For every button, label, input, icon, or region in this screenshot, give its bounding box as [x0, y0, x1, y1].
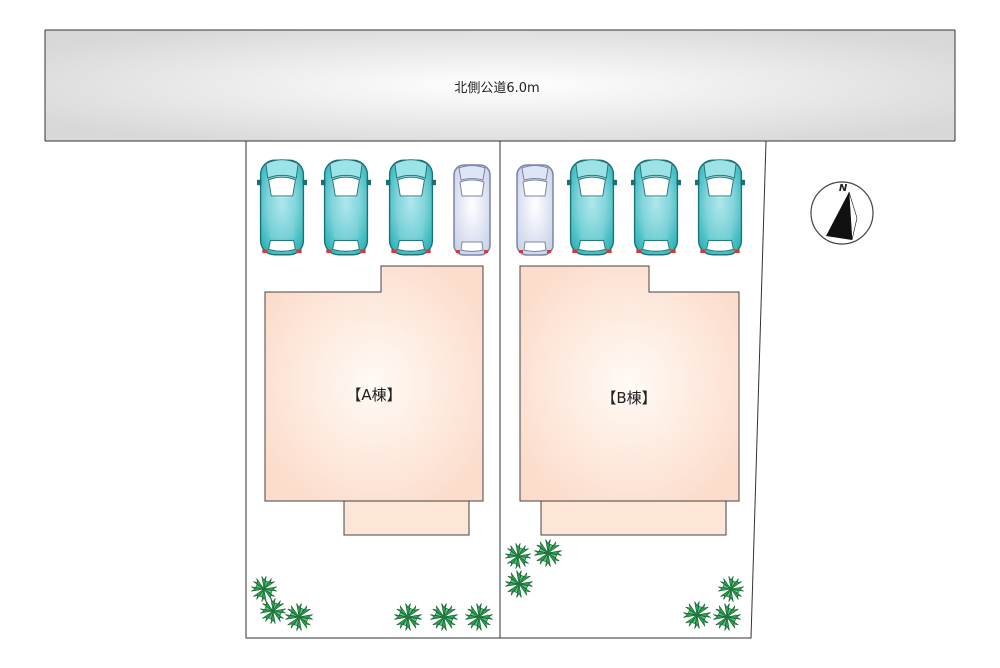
shrub-icon — [717, 575, 745, 603]
shrub-icon — [713, 603, 741, 631]
building-a-footprint — [264, 265, 484, 502]
shrub-icon — [504, 542, 532, 570]
car-teal — [321, 158, 371, 256]
compass-north-label: N — [839, 183, 848, 194]
parking-lot-b — [516, 158, 745, 256]
car-teal — [257, 158, 307, 256]
car-teal — [567, 158, 617, 256]
shrub-icon — [284, 603, 314, 631]
shrub-icon — [534, 539, 562, 567]
lot-b-boundary — [499, 140, 767, 639]
building-b-footprint — [519, 265, 740, 502]
shrub-icon — [464, 603, 494, 631]
compass-needle-highlight — [848, 191, 858, 241]
building-a-annex — [343, 500, 470, 536]
shrub-icon — [683, 601, 711, 629]
building-b: 【B棟】 — [519, 265, 740, 536]
shrub-icon — [259, 597, 287, 625]
north-public-road: 北側公道6.0m — [44, 29, 956, 142]
car-teal — [631, 158, 681, 256]
building-b-annex — [540, 500, 727, 536]
car-teal — [695, 158, 745, 256]
lot-boundaries — [245, 140, 767, 639]
shrub-icon — [393, 603, 423, 631]
car-white — [453, 164, 491, 256]
parking-lot-a — [257, 158, 491, 256]
shrub-icon — [504, 570, 533, 598]
building-a: 【A棟】 — [264, 265, 484, 536]
car-teal — [386, 158, 436, 256]
building-a-label: 【A棟】 — [346, 386, 401, 404]
shrub-icon — [429, 603, 459, 631]
landscaping — [250, 539, 745, 631]
shrub-icon — [250, 575, 278, 603]
compass-needle-icon — [826, 192, 852, 240]
north-compass: N — [810, 181, 874, 245]
road-label: 北側公道6.0m — [454, 81, 539, 96]
building-b-label: 【B棟】 — [601, 389, 656, 407]
car-white — [516, 164, 554, 256]
